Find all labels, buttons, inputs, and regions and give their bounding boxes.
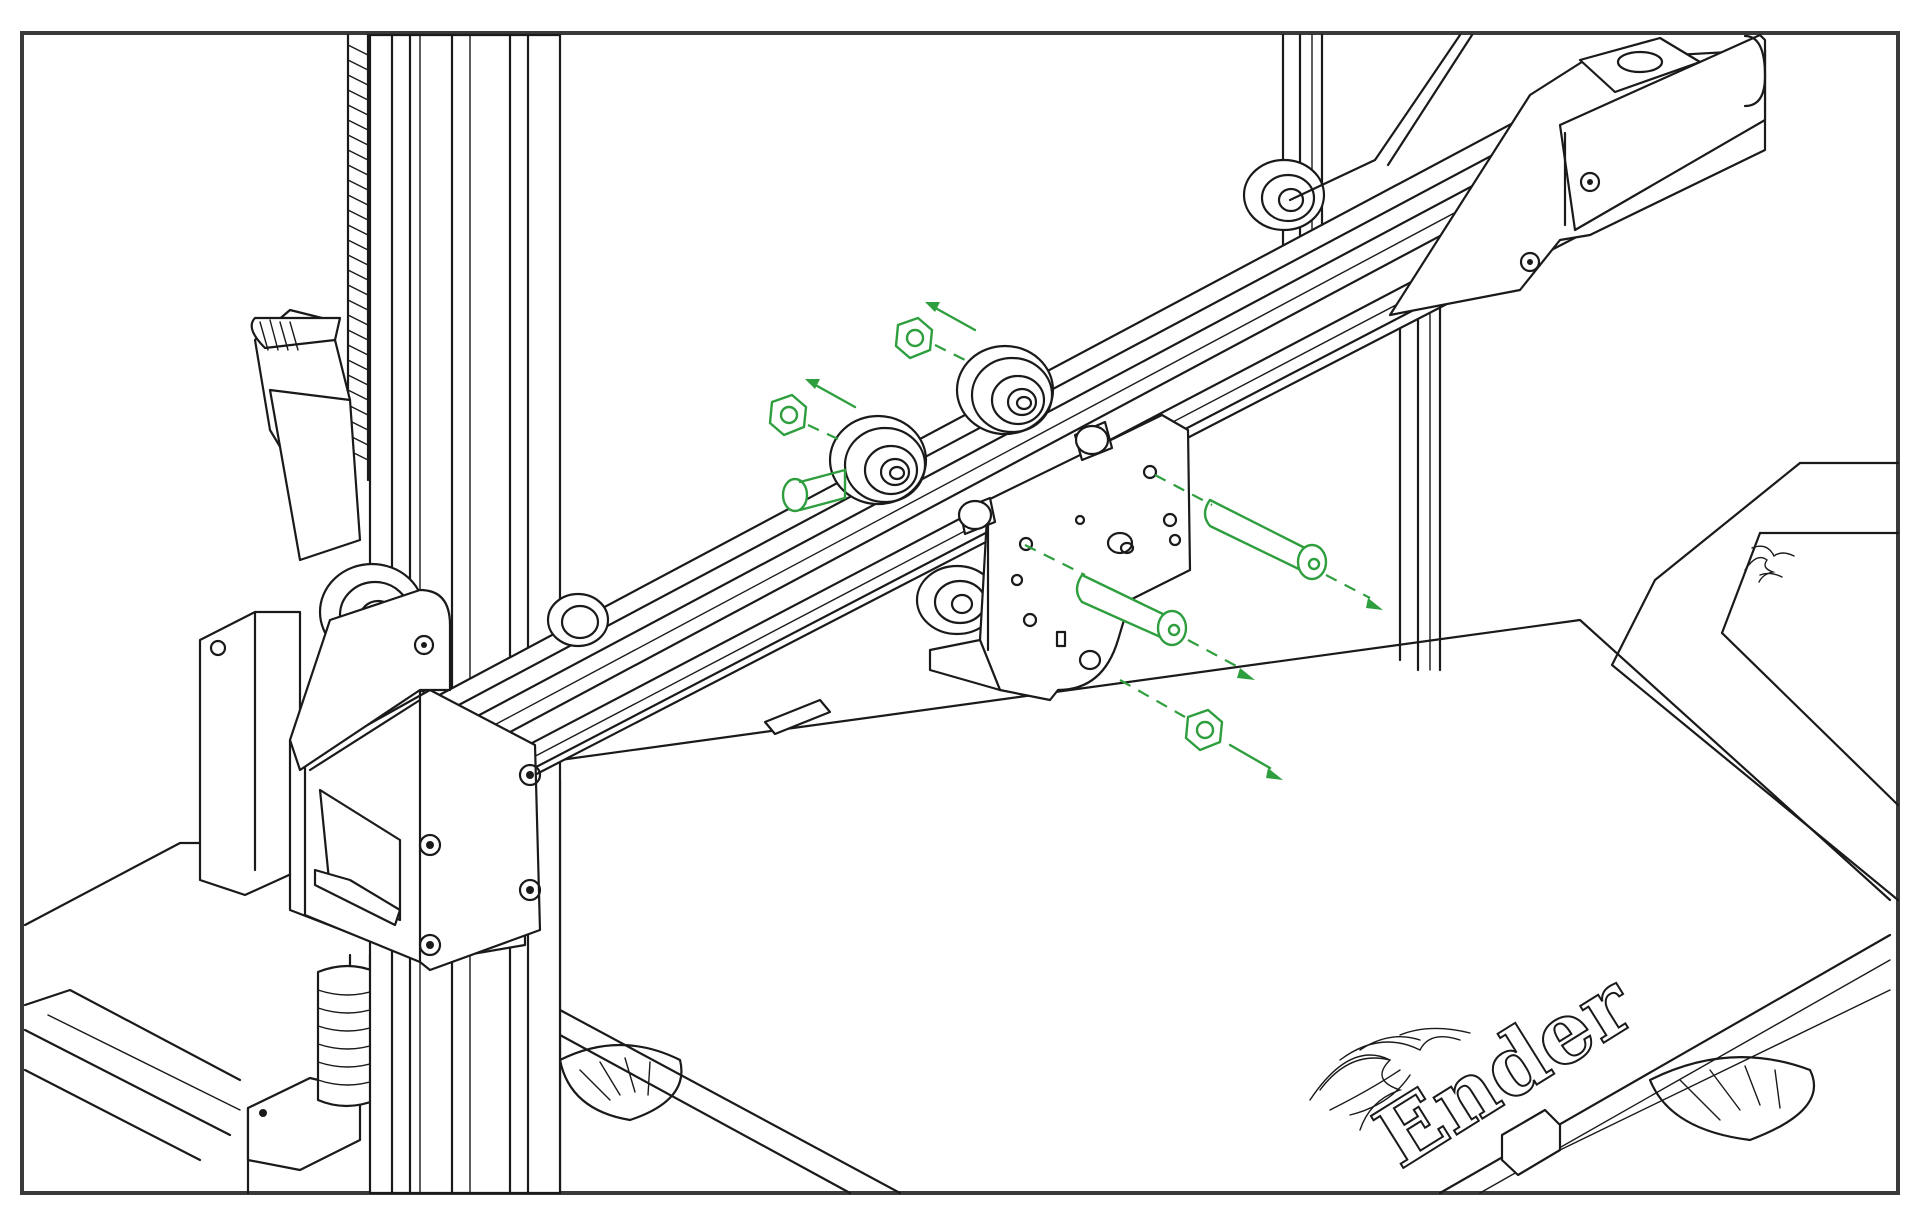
arrow-upper-nut: [925, 302, 977, 332]
eccentric-bolt-left: [1075, 573, 1188, 647]
spacer-washer: [781, 468, 847, 513]
heated-bed: [558, 618, 1892, 1195]
z-stepper-motor: [198, 610, 302, 897]
arrow-middle-nut: [805, 379, 857, 409]
v-wheel-top: [955, 344, 1055, 436]
figure-border: [20, 31, 1900, 1195]
v-wheel-middle: [828, 414, 928, 506]
filament-sensor-bracket: [250, 308, 362, 562]
x-stepper-motor: [288, 688, 542, 972]
upper-right-roller: [1242, 158, 1326, 232]
base-frame: [23, 841, 362, 1195]
lower-rail: [538, 778, 902, 1195]
hex-nut-upper: [894, 316, 966, 361]
bed-clip: [1500, 1108, 1562, 1177]
dragon-logo-small: [1744, 545, 1795, 583]
belt-clip: [763, 698, 832, 736]
leveling-knob-right: [1648, 1056, 1816, 1142]
bolt-path-right: [1154, 474, 1383, 610]
x-axis-end-bracket-left: [288, 588, 452, 772]
hex-nut-middle: [768, 393, 841, 441]
bolt-right-upper: [1203, 498, 1328, 581]
rail-roller-back: [546, 592, 610, 648]
x-axis-end-bracket-right: [1388, 33, 1767, 317]
dragon-logo-large: [1309, 1027, 1471, 1131]
hex-nut-lower: [1119, 679, 1224, 752]
spool-arm: [1288, 33, 1474, 202]
bolt-path-left: [1024, 544, 1255, 680]
leveling-knob-left: [558, 1043, 683, 1122]
control-screen: [1610, 461, 1900, 902]
arrow-lower-nut: [1228, 743, 1283, 780]
flex-coupler: [316, 964, 378, 1108]
carriage-standoff-upper: [1073, 420, 1114, 462]
x-carriage-plate: [928, 413, 1192, 702]
carriage-lower-roller: [915, 564, 999, 636]
carriage-standoff-lower: [957, 496, 997, 536]
